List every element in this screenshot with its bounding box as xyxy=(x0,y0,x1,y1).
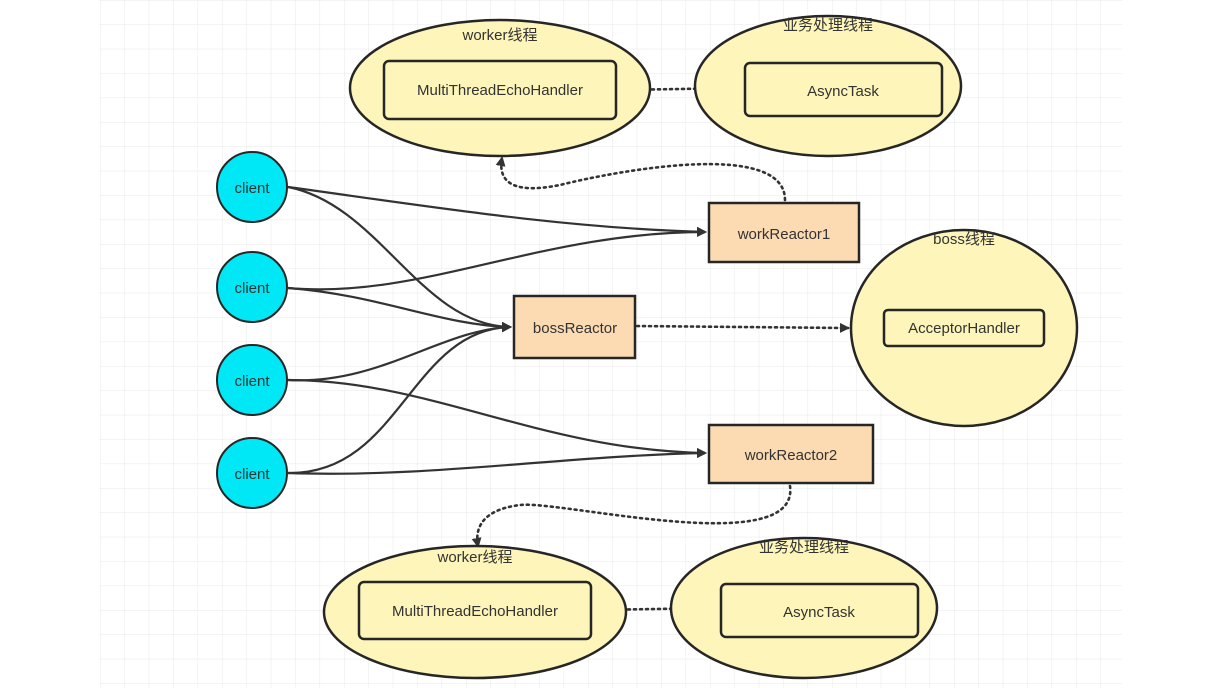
client-node-4-label: client xyxy=(234,466,270,483)
client-node-1-label: client xyxy=(234,180,270,197)
client-node-2-label: client xyxy=(234,280,270,297)
edge-client1-work1 xyxy=(287,185,707,237)
client-node-3-circle xyxy=(216,344,288,416)
client-node-4-circle xyxy=(216,437,288,509)
edge-work1-worker-top xyxy=(495,156,787,202)
work-reactor-2[interactable]: workReactor2 xyxy=(707,423,875,485)
boss-reactor-label: bossReactor xyxy=(533,320,617,337)
business-thread-bottom: 业务处理线程 AsyncTask xyxy=(669,536,939,680)
work-reactor-2-box xyxy=(707,423,875,485)
asynctask-box-bottom[interactable] xyxy=(719,582,920,639)
client-node-2-circle xyxy=(216,251,288,323)
client-node-1-circle xyxy=(216,151,288,223)
work-reactor-1-label: workReactor1 xyxy=(737,226,831,243)
client-node-4[interactable]: client xyxy=(216,437,288,509)
edge-client1-boss xyxy=(287,185,512,332)
work-reactor-1-box xyxy=(707,201,861,264)
worker-thread-bottom: worker线程 MultiThreadEchoHandler xyxy=(322,544,628,680)
edge-client2-boss xyxy=(287,286,512,332)
client-node-3[interactable]: client xyxy=(216,344,288,416)
boss-reactor[interactable]: bossReactor xyxy=(512,294,637,360)
client-node-2[interactable]: client xyxy=(216,251,288,323)
boss-thread: boss线程 AcceptorHandler xyxy=(849,228,1079,428)
handler-top-label: MultiThreadEchoHandler xyxy=(417,82,583,99)
business-thread-top-title: 业务处理线程 xyxy=(783,17,873,34)
edge-client2-work1 xyxy=(287,227,707,291)
boss-reactor-box xyxy=(512,294,637,360)
asynctask-box-top[interactable] xyxy=(743,61,944,118)
work-reactor-1[interactable]: workReactor1 xyxy=(707,201,861,264)
edge-work2-worker-bottom xyxy=(471,484,792,548)
client-connections xyxy=(287,185,707,475)
business-thread-top: 业务处理线程 AsyncTask xyxy=(693,14,963,158)
worker-thread-top-title: worker线程 xyxy=(461,27,537,44)
edge-client4-work2 xyxy=(287,448,707,475)
worker-thread-top: worker线程 MultiThreadEchoHandler xyxy=(348,18,652,158)
handler-bottom-label: MultiThreadEchoHandler xyxy=(392,603,558,620)
asynctask-top-label: AsyncTask xyxy=(807,83,879,100)
business-thread-bottom-title: 业务处理线程 xyxy=(759,539,849,556)
client-node-3-label: client xyxy=(234,373,270,390)
edge-client4-boss xyxy=(287,322,512,475)
handler-box-top[interactable] xyxy=(382,59,618,121)
client-node-1[interactable]: client xyxy=(216,151,288,223)
acceptor-handler-label: AcceptorHandler xyxy=(908,320,1020,337)
edge-client3-work2 xyxy=(287,378,707,458)
acceptor-handler-box[interactable] xyxy=(882,308,1046,348)
boss-thread-title: boss线程 xyxy=(933,231,995,248)
worker-thread-bottom-title: worker线程 xyxy=(436,549,512,566)
asynctask-bottom-label: AsyncTask xyxy=(783,604,855,621)
work-reactor-2-label: workReactor2 xyxy=(744,447,838,464)
edge-boss-acceptor xyxy=(635,322,850,333)
handler-box-bottom[interactable] xyxy=(357,580,593,641)
